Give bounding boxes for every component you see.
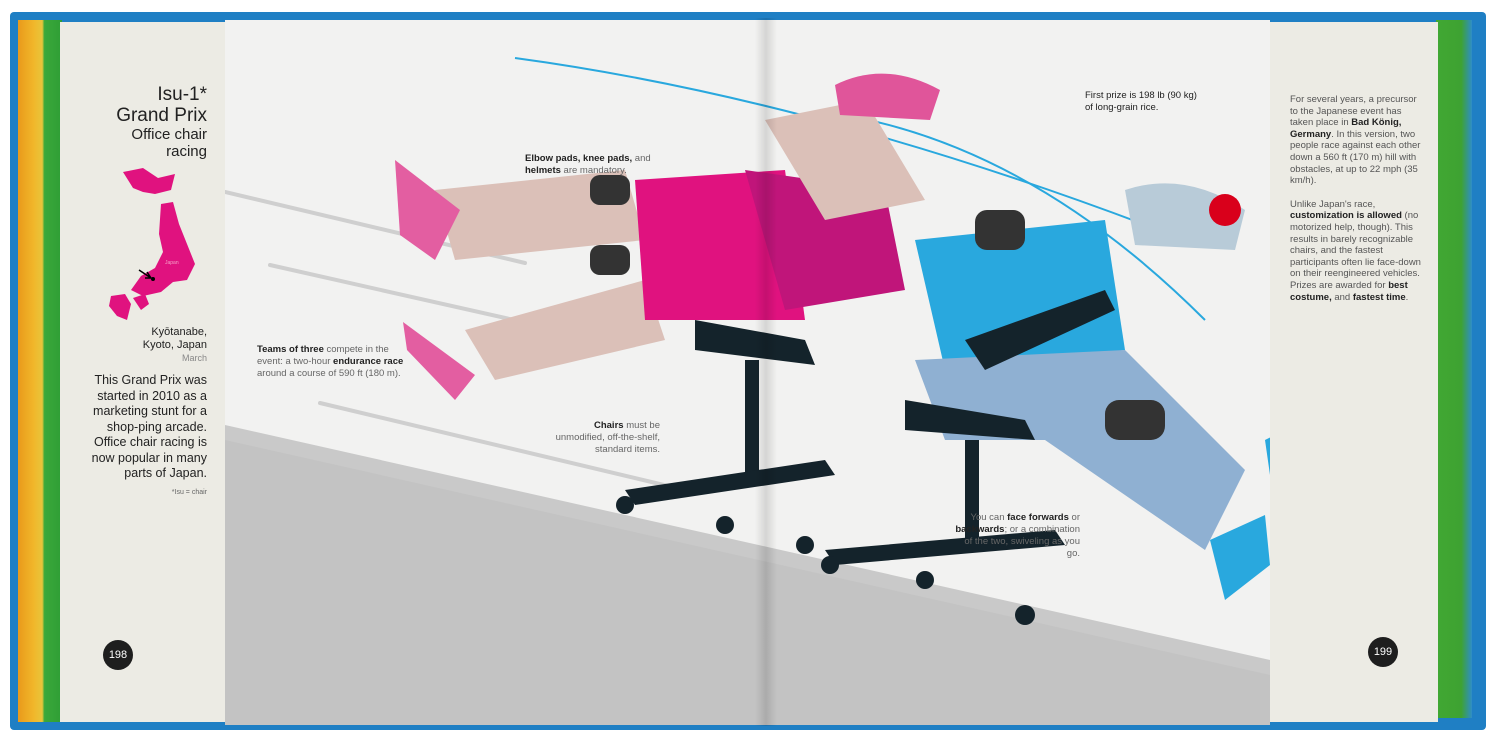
event-month: March bbox=[181, 353, 207, 363]
intro-text: This Grand Prix was started in 2010 as a… bbox=[91, 373, 207, 480]
subtitle: Office chair racing bbox=[131, 126, 207, 160]
note-bold: helmets bbox=[525, 165, 561, 176]
note-bold: face forwards bbox=[1007, 512, 1069, 523]
blue-rider bbox=[915, 183, 1270, 600]
para-text: . In this version, two people race again… bbox=[1290, 128, 1421, 187]
left-sidebar-content: Isu-1* Grand Prix Office chair racing Ja… bbox=[72, 84, 207, 497]
note-text: ; or a combination of the two, swiveling… bbox=[964, 524, 1080, 559]
right-sidebar-content: For several years, a precursor to the Ja… bbox=[1290, 94, 1422, 303]
note-bold: Elbow pads, knee pads, bbox=[525, 153, 633, 164]
page-number-right: 199 bbox=[1368, 637, 1398, 667]
footnote: *Isu = chair bbox=[171, 488, 207, 496]
note-safety-gear: Elbow pads, knee pads, and helmets are m… bbox=[525, 153, 675, 177]
title-line-2: Grand Prix bbox=[116, 105, 207, 126]
title-line-1: Isu-1* bbox=[157, 84, 207, 105]
page-number-left: 198 bbox=[103, 640, 133, 670]
racers-illustration bbox=[225, 57, 1270, 725]
location-line-2: Kyoto, Japan bbox=[142, 339, 207, 351]
pink-rider bbox=[395, 73, 940, 400]
page-title: Isu-1* Grand Prix Office chair racing bbox=[107, 84, 207, 160]
right-sidebar: For several years, a precursor to the Ja… bbox=[1270, 22, 1438, 722]
para-bold: customization is allowed bbox=[1290, 210, 1402, 222]
note-bold: Teams of three bbox=[257, 344, 324, 355]
note-text: compete in the event: a two-hour bbox=[257, 344, 389, 367]
para-text: (no motorized help, though). This result… bbox=[1290, 210, 1421, 291]
note-bold: backwards bbox=[955, 524, 1005, 535]
location-line-1: Kyōtanabe, bbox=[151, 326, 207, 338]
para-text: and bbox=[1331, 291, 1353, 303]
para-text: For several years, a precursor to the Ja… bbox=[1290, 94, 1417, 129]
book-gutter bbox=[755, 18, 777, 726]
note-text: You can bbox=[970, 512, 1008, 523]
map-label: Japan bbox=[165, 260, 179, 266]
note-text: are mandatory. bbox=[560, 165, 627, 176]
note-chairs: Chairs must be unmodified, off-the-shelf… bbox=[550, 420, 660, 456]
note-text: around a course of 590 ft (180 m). bbox=[257, 368, 401, 379]
para-bold: fastest time bbox=[1352, 291, 1406, 303]
para-bold: best costume, bbox=[1290, 279, 1408, 303]
note-text: and bbox=[632, 153, 651, 164]
note-bold: Chairs bbox=[593, 420, 624, 431]
para-bold: Bad König, Germany bbox=[1290, 117, 1402, 140]
para-text: . bbox=[1405, 291, 1409, 303]
note-text: must be unmodified, off-the-shelf, stand… bbox=[555, 420, 660, 455]
office-chairs bbox=[616, 290, 1115, 625]
japan-map-icon: Japan bbox=[109, 168, 195, 320]
location: Kyōtanabe, Kyoto, Japan March bbox=[143, 326, 207, 365]
right-paragraph-1: For several years, a precursor to the Ja… bbox=[1290, 94, 1422, 187]
note-text: First prize is 198 lb (90 kg) of long-gr… bbox=[1085, 90, 1197, 113]
note-facing: You can face forwards or backwards; or a… bbox=[955, 512, 1080, 560]
note-bold: endurance race bbox=[333, 356, 404, 367]
para-text: Unlike Japan's race, bbox=[1290, 198, 1376, 210]
page-edges-left bbox=[18, 20, 62, 722]
note-text: or bbox=[1068, 512, 1080, 523]
right-paragraph-2: Unlike Japan's race, customization is al… bbox=[1290, 199, 1422, 303]
note-prize: First prize is 198 lb (90 kg) of long-gr… bbox=[1085, 90, 1205, 114]
left-sidebar: Isu-1* Grand Prix Office chair racing Ja… bbox=[60, 22, 225, 722]
note-teams: Teams of three compete in the event: a t… bbox=[257, 344, 417, 380]
page-edges-right bbox=[1436, 20, 1472, 718]
illustration: Elbow pads, knee pads, and helmets are m… bbox=[225, 20, 1270, 725]
